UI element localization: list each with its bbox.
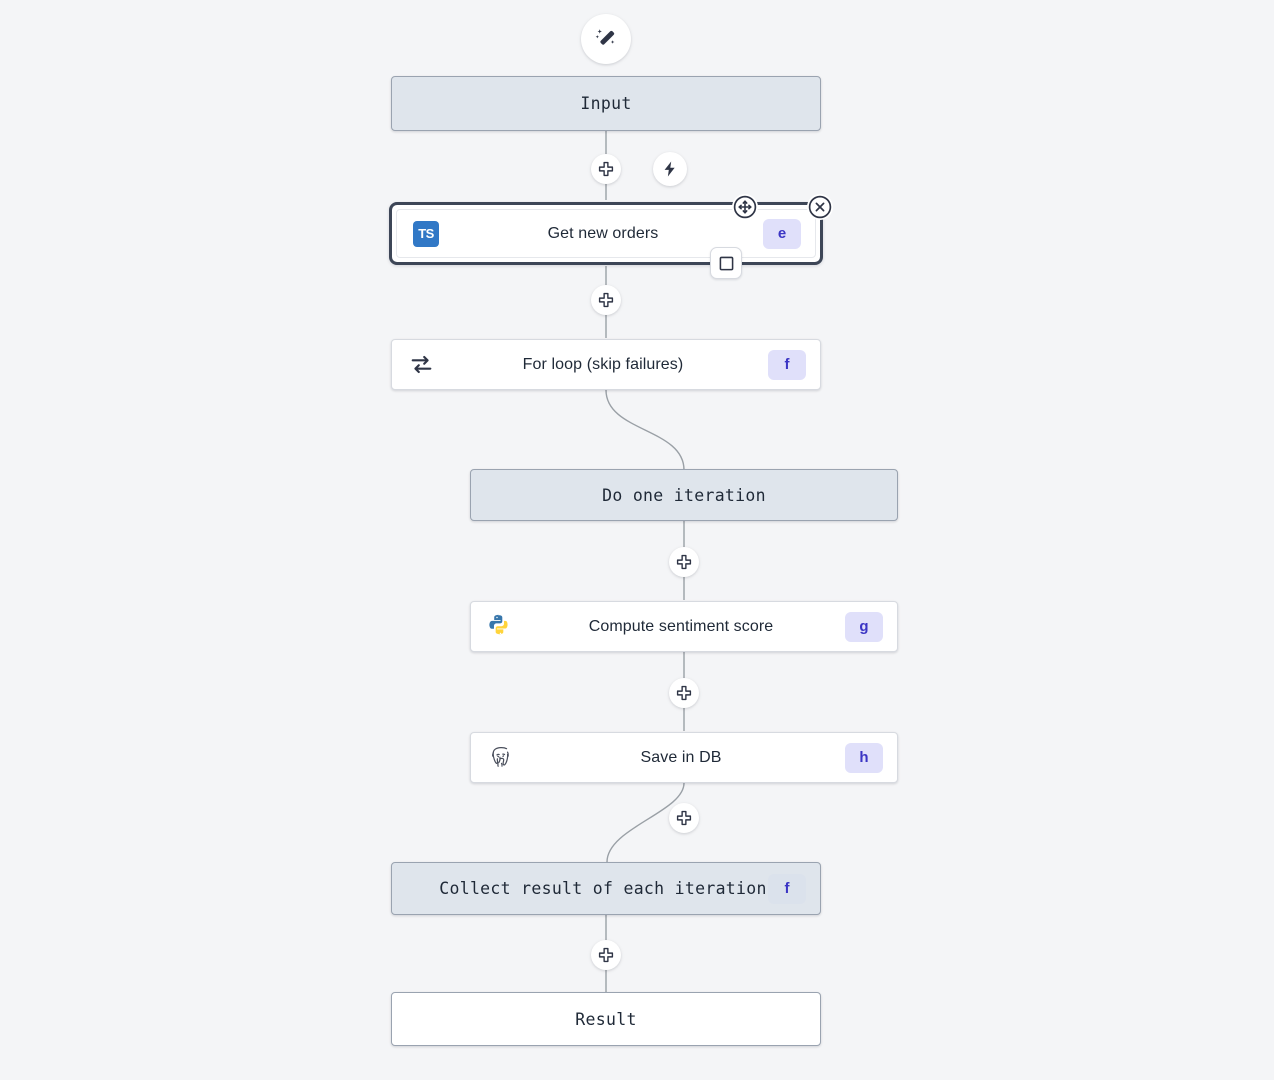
node-save-in-db-badge[interactable]: h xyxy=(845,742,883,773)
node-collect-result[interactable]: Collect result of each iteration f xyxy=(391,862,821,915)
node-for-loop[interactable]: For loop (skip failures) f xyxy=(391,339,821,390)
collapse-button[interactable] xyxy=(710,247,742,279)
node-result-label: Result xyxy=(575,1009,637,1029)
plus-icon xyxy=(598,161,614,177)
node-do-one-iteration[interactable]: Do one iteration xyxy=(470,469,898,521)
add-step-button-after-save-in-db[interactable] xyxy=(669,803,699,833)
square-icon xyxy=(719,256,733,270)
add-step-button-after-input[interactable] xyxy=(591,154,621,184)
trigger-bolt-button[interactable] xyxy=(653,152,687,186)
ai-wand-button[interactable] xyxy=(581,14,631,64)
edge-for-loop-to-do-one-iteration xyxy=(605,389,685,471)
postgresql-icon xyxy=(483,741,517,775)
magic-wand-icon xyxy=(595,29,615,45)
node-for-loop-badge[interactable]: f xyxy=(768,349,806,380)
plus-icon xyxy=(676,685,692,701)
node-do-one-iteration-label: Do one iteration xyxy=(602,485,766,505)
plus-icon xyxy=(676,554,692,570)
python-icon xyxy=(483,610,517,644)
node-input-label: Input xyxy=(580,94,632,113)
add-step-button-after-compute-sentiment-score[interactable] xyxy=(669,678,699,708)
node-get-new-orders[interactable]: TS Get new orders e xyxy=(389,202,823,265)
node-save-in-db[interactable]: Save in DB h xyxy=(470,732,898,783)
add-step-button-after-get-new-orders[interactable] xyxy=(591,285,621,315)
add-step-button-after-collect-result[interactable] xyxy=(591,940,621,970)
node-input[interactable]: Input xyxy=(391,76,821,131)
repeat-icon xyxy=(411,355,431,374)
postgresql-elephant-icon xyxy=(492,746,509,767)
node-get-new-orders-badge[interactable]: e xyxy=(763,218,801,249)
node-for-loop-label: For loop (skip failures) xyxy=(522,355,684,373)
typescript-icon-text: TS xyxy=(413,220,439,247)
node-result[interactable]: Result xyxy=(391,992,821,1046)
move-handle[interactable] xyxy=(732,194,758,220)
lightning-bolt-icon xyxy=(664,161,675,177)
typescript-icon: TS xyxy=(409,217,443,251)
close-button[interactable] xyxy=(807,194,833,220)
node-save-in-db-label: Save in DB xyxy=(640,748,722,766)
node-collect-result-label: Collect result of each iteration xyxy=(439,879,767,898)
node-compute-sentiment-score[interactable]: Compute sentiment score g xyxy=(470,601,898,652)
node-compute-sentiment-score-label: Compute sentiment score xyxy=(588,617,774,635)
loop-icon xyxy=(404,348,438,382)
python-logo-icon xyxy=(488,614,508,635)
add-step-button-after-do-one-iteration[interactable] xyxy=(669,547,699,577)
node-get-new-orders-label: Get new orders xyxy=(547,224,659,242)
plus-icon xyxy=(598,292,614,308)
move-icon xyxy=(733,195,757,219)
node-compute-sentiment-score-badge[interactable]: g xyxy=(845,611,883,642)
node-collect-result-badge[interactable]: f xyxy=(768,873,806,904)
plus-icon xyxy=(598,947,614,963)
close-icon xyxy=(808,195,832,219)
plus-icon xyxy=(676,810,692,826)
